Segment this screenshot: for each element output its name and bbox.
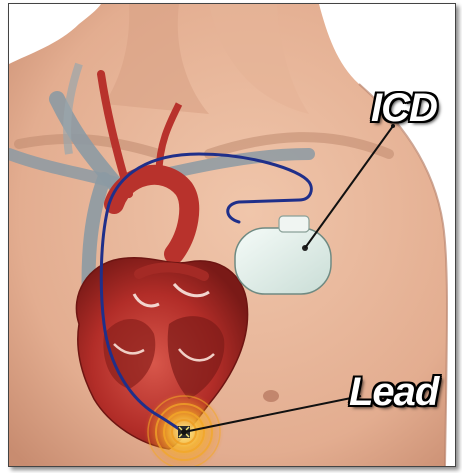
nipple-right bbox=[263, 390, 279, 402]
illustration-frame: ICD Lead bbox=[8, 3, 456, 467]
lead-label: Lead bbox=[349, 370, 438, 415]
icd-label: ICD bbox=[371, 86, 437, 131]
